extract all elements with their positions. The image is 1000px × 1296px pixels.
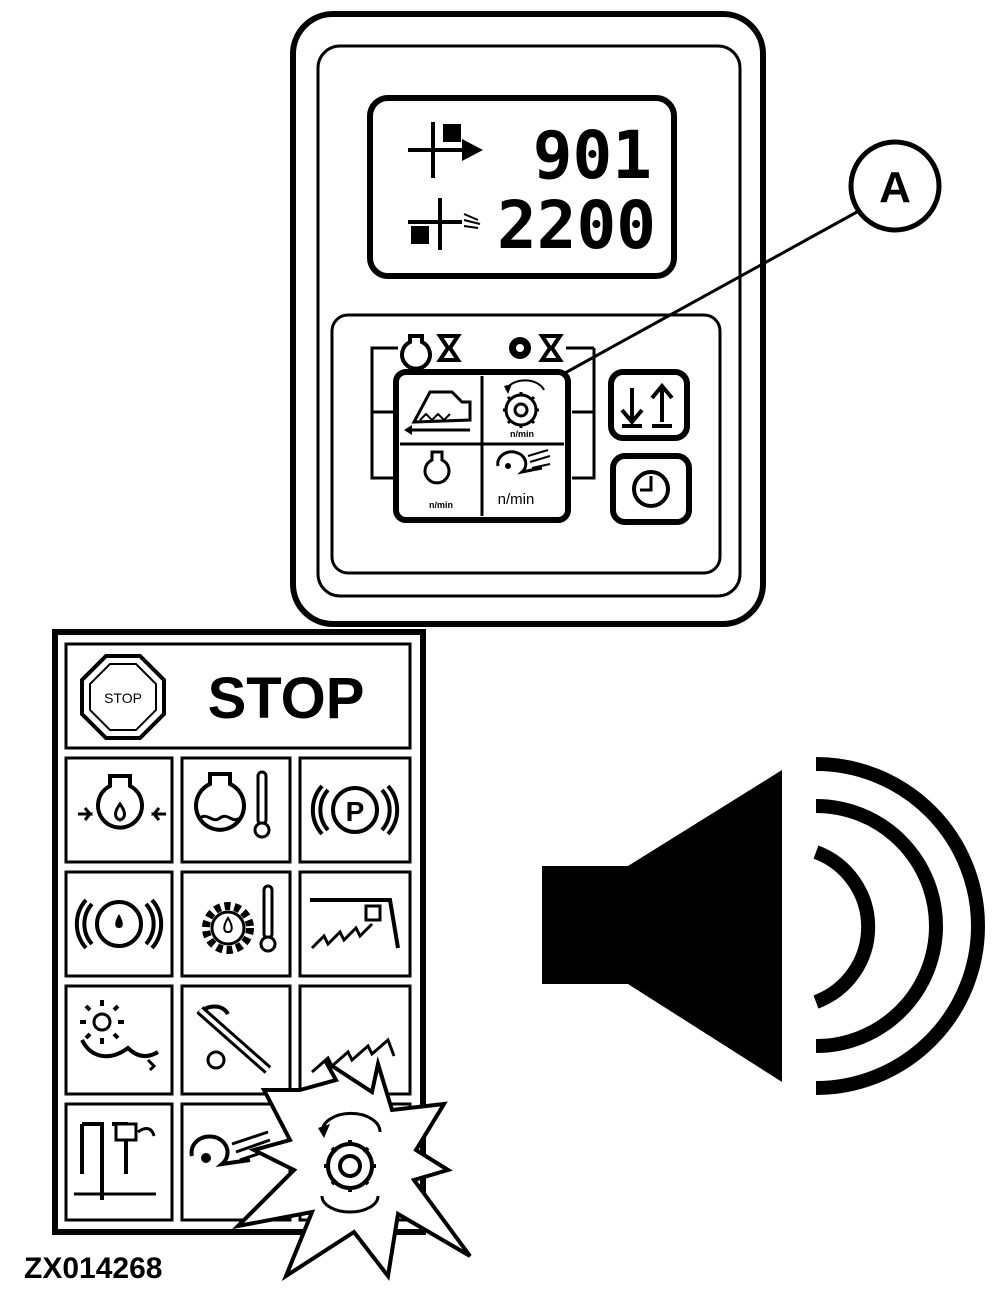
feeder-chain-icon [196, 1004, 272, 1074]
up-down-button[interactable] [608, 369, 690, 441]
lcd-display: 901 2200 [367, 95, 677, 279]
engine-coolant-temperature-icon [194, 770, 271, 839]
blower-icon [496, 449, 551, 475]
header-icon [404, 390, 472, 435]
engine-hours-icon [400, 334, 462, 371]
brake-fluid-icon [74, 898, 164, 950]
cutterhead-icon [503, 379, 545, 428]
stop-sign-icon: STOP [80, 654, 166, 740]
knife-sharpening-icon [311, 1037, 396, 1074]
engine-oil-pressure-icon [78, 774, 166, 830]
parking-brake-icon: P [310, 784, 400, 836]
function-keypad[interactable]: n/min n/min n/min [393, 369, 571, 523]
engine-rpm-unit: n/min [429, 500, 453, 510]
stop-sign-text: STOP [104, 690, 142, 706]
callout-label: A [879, 163, 911, 212]
lcd-top-value: 901 [533, 117, 652, 194]
lcd-bottom-value: 2200 [497, 187, 656, 264]
spout-rotation-icon [74, 1122, 156, 1200]
blower-rpm-unit: n/min [498, 491, 535, 508]
up-down-arrows-icon [620, 382, 674, 428]
cutterhead-alarm-burst [232, 1056, 472, 1282]
blower-fault-icon [189, 1130, 271, 1167]
gearbox-oil-temperature-icon [202, 884, 277, 954]
blower-rpm-key[interactable]: n/min [496, 449, 551, 508]
cutterhead-rpm-unit: n/min [510, 429, 534, 439]
crop-processor-icon [80, 1000, 160, 1072]
engine-rpm-key[interactable]: n/min [423, 450, 453, 510]
speaker-icon [542, 757, 985, 1095]
header-speed-key[interactable] [404, 390, 472, 435]
callout-a: A [848, 139, 942, 233]
position-arrow-icon [408, 122, 483, 178]
callout-leader-line [564, 205, 867, 375]
cutterhead-icon-large [318, 1111, 382, 1214]
monitor-unit: 901 2200 [290, 11, 867, 627]
engine-icon [423, 450, 451, 485]
header-fault-icon [310, 898, 400, 950]
cutter-hours-icon [509, 334, 564, 362]
parking-brake-letter: P [346, 796, 365, 827]
hour-meter-button[interactable] [610, 453, 692, 525]
stop-title: STOP [208, 666, 365, 731]
cutterhead-rpm-key[interactable]: n/min [503, 379, 545, 439]
crosshair-speed-icon [408, 198, 481, 250]
hour-meter-brackets [370, 346, 596, 480]
clock-icon [632, 470, 670, 508]
stop-warning-panel: STOP STOP [52, 629, 426, 1235]
figure-id: ZX014268 [24, 1252, 162, 1285]
